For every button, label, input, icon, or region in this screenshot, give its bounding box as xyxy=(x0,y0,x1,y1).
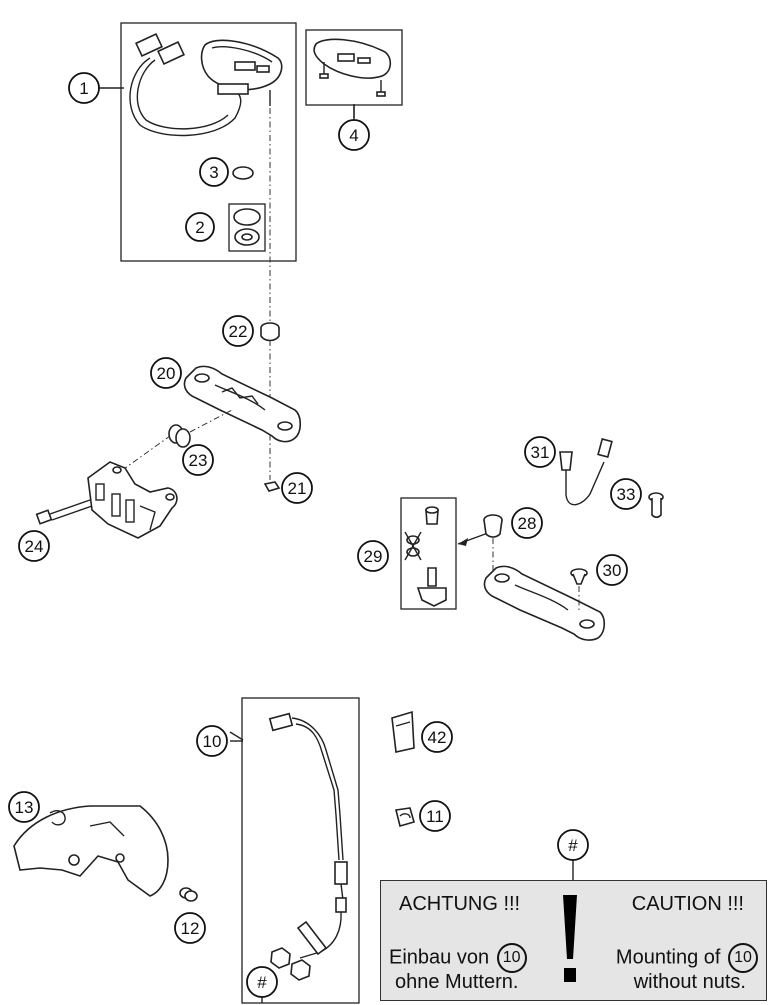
svg-text:42: 42 xyxy=(428,728,447,747)
callout-24: 24 xyxy=(18,530,50,562)
svg-text:33: 33 xyxy=(617,485,636,504)
callout-23: 23 xyxy=(182,444,214,476)
callout-12: 12 xyxy=(174,912,206,944)
svg-text:1: 1 xyxy=(79,79,88,98)
svg-text:#: # xyxy=(568,836,578,855)
instruction-en-line1: Mounting of 10 xyxy=(616,943,758,973)
snap-ring-part xyxy=(49,810,66,826)
screw-kit-part xyxy=(404,506,447,607)
brake-disc-part xyxy=(13,805,169,897)
callout-31: 31 xyxy=(524,436,556,468)
svg-text:24: 24 xyxy=(25,537,44,556)
svg-text:13: 13 xyxy=(15,798,34,817)
seal-part xyxy=(232,166,254,180)
pin-part-33 xyxy=(648,492,664,519)
callout-4: 4 xyxy=(338,119,370,151)
warning-title-en: CAUTION !!! xyxy=(631,893,744,915)
svg-text:22: 22 xyxy=(229,322,248,341)
svg-text:#: # xyxy=(257,973,267,992)
part-ref-de: 10 xyxy=(496,943,527,973)
svg-text:20: 20 xyxy=(157,364,176,383)
part-ref-en: 10 xyxy=(728,943,758,973)
caution-note: ACHTUNG !!! CAUTION !!! Einbau von 10 oh… xyxy=(380,880,767,1001)
callout-3: 3 xyxy=(199,157,229,187)
svg-text:29: 29 xyxy=(364,547,383,566)
svg-text:11: 11 xyxy=(426,807,444,826)
nut-part xyxy=(263,481,281,492)
callout-28: 28 xyxy=(511,507,543,539)
cable-sensor-part xyxy=(559,437,613,506)
svg-text:23: 23 xyxy=(189,451,208,470)
warning-title-de: ACHTUNG !!! xyxy=(399,893,521,915)
seal-set-frame xyxy=(228,203,266,252)
speedometer-kit-frame xyxy=(120,22,297,262)
callout-1: 1 xyxy=(68,72,100,104)
callout-33: 33 xyxy=(610,478,642,510)
bracket-part xyxy=(183,365,302,443)
spacer-part xyxy=(179,887,198,902)
svg-text:2: 2 xyxy=(195,218,204,237)
seal-set-part xyxy=(233,208,261,246)
callout-22: 22 xyxy=(222,315,254,347)
bracket-part-30 xyxy=(483,565,606,641)
clip-part-11 xyxy=(395,807,415,827)
svg-text:30: 30 xyxy=(603,561,622,580)
callout-hash-bottom: # xyxy=(246,966,278,998)
holder-part xyxy=(313,38,392,118)
svg-text:4: 4 xyxy=(349,126,358,145)
svg-text:12: 12 xyxy=(181,919,200,938)
rubber-buffer-part xyxy=(168,424,191,448)
callout-30: 30 xyxy=(596,554,628,586)
callout-hash-top: # xyxy=(557,829,589,861)
speedometer-part xyxy=(129,32,283,137)
svg-text:3: 3 xyxy=(209,163,218,182)
svg-text:31: 31 xyxy=(531,443,550,462)
mounting-plate-part xyxy=(87,461,178,539)
bushing-part xyxy=(260,322,280,342)
callout-21: 21 xyxy=(281,472,313,504)
callout-42: 42 xyxy=(421,721,453,753)
callout-11: 11 xyxy=(419,800,451,832)
callout-2: 2 xyxy=(185,212,215,242)
instruction-en-line2: without nuts. xyxy=(633,971,746,993)
callout-29: 29 xyxy=(357,540,389,572)
instruction-de-line1: Einbau von 10 xyxy=(389,943,527,973)
svg-text:10: 10 xyxy=(203,732,222,751)
bushing-part-28 xyxy=(483,514,503,538)
grommet-part-30 xyxy=(570,568,588,585)
bolt-part xyxy=(35,499,93,525)
callouts-layer: 1 3 2 4 22 20 23 21 24 31 33 28 29 30 10… xyxy=(8,72,642,998)
instruction-de-line2: ohne Muttern. xyxy=(395,971,519,993)
callout-10: 10 xyxy=(196,725,228,757)
svg-text:21: 21 xyxy=(288,479,307,498)
clip-part-42 xyxy=(391,710,415,753)
callout-13: 13 xyxy=(8,791,40,823)
screw-kit-frame xyxy=(400,497,457,610)
sensor-kit-frame xyxy=(241,697,360,1004)
wheel-sensor-part xyxy=(268,712,348,959)
exclamation-icon xyxy=(563,895,577,982)
callout-20: 20 xyxy=(150,357,182,389)
svg-text:28: 28 xyxy=(518,514,537,533)
nuts-part xyxy=(270,947,311,981)
